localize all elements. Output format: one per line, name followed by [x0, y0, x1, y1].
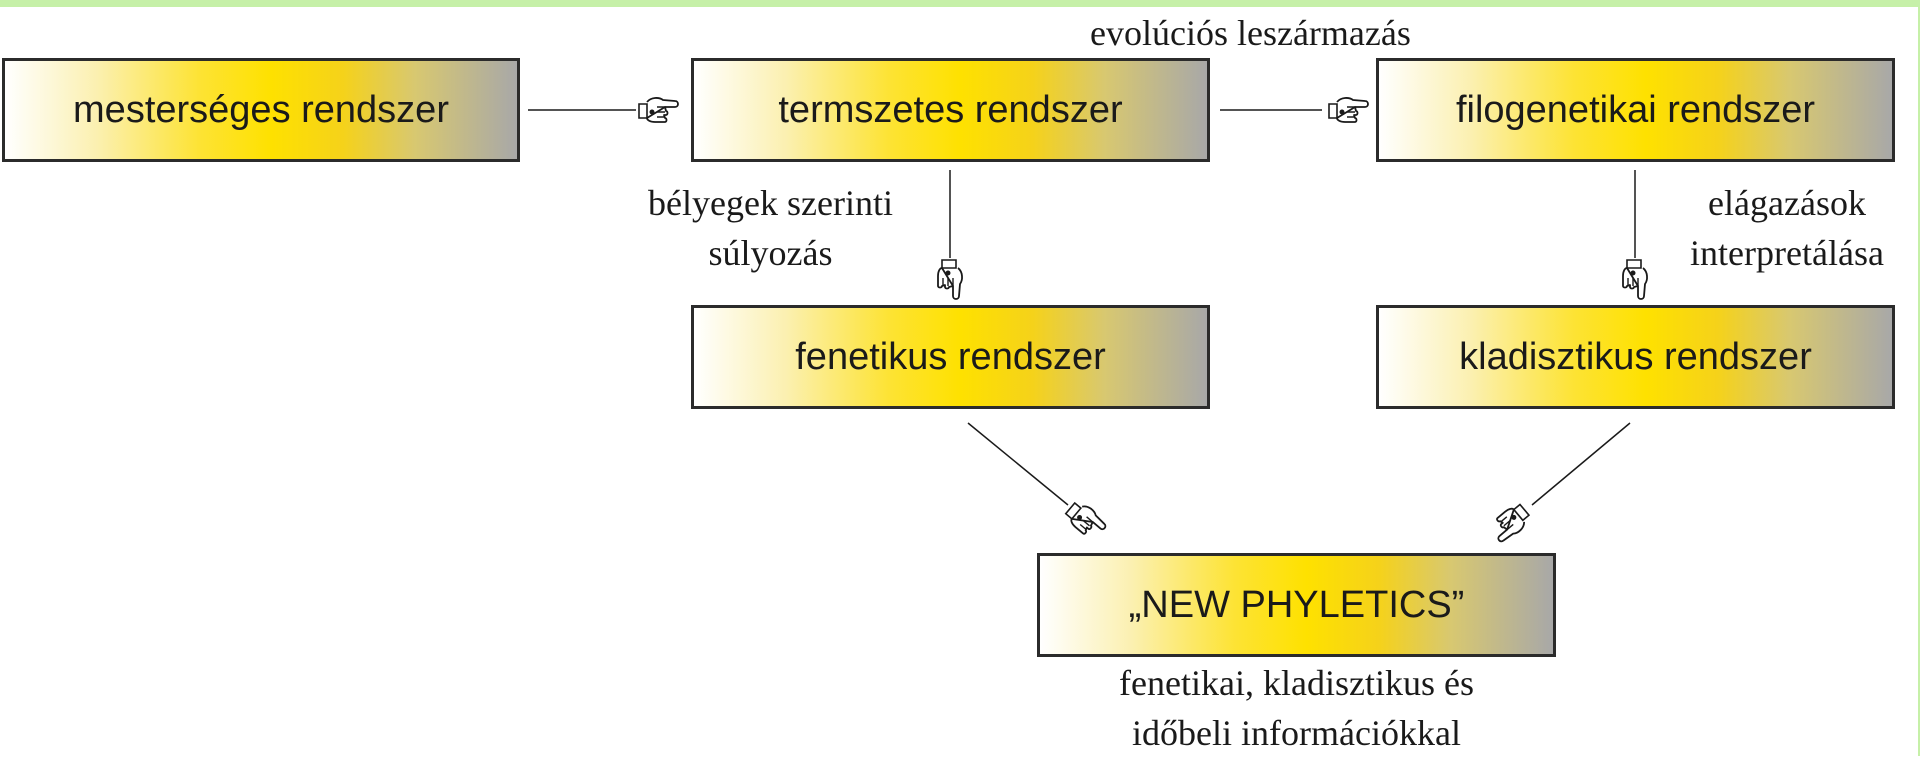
- right-frame-border: [1918, 0, 1920, 756]
- pointing-hand-icon: [937, 259, 963, 300]
- edge-label-line: interpretálása: [1690, 233, 1884, 273]
- node-label: mesterséges rendszer: [73, 88, 449, 131]
- node-filogenetikai-rendszer: filogenetikai rendszer: [1376, 58, 1895, 162]
- arrow-filogenetikai-to-kladisztikus: [1622, 170, 1648, 300]
- caption-new-phyletics: fenetikai, kladisztikus és időbeli infor…: [1037, 658, 1556, 758]
- edge-label-evolucios-leszarmazas: evolúciós leszármazás: [1090, 8, 1411, 58]
- arrow-fenetikus-to-new-phyletics: [967, 422, 1110, 543]
- edge-label-text: evolúciós leszármazás: [1090, 13, 1411, 53]
- arrow-termeszetes-to-filogenetikai: [1220, 97, 1369, 123]
- edge-label-elagazasok-interpretalasa: elágazások interpretálása: [1657, 178, 1917, 278]
- top-frame-border: [0, 0, 1920, 7]
- pointing-hand-icon: [638, 97, 679, 123]
- edge-label-line: elágazások: [1708, 183, 1866, 223]
- caption-line: fenetikai, kladisztikus és: [1119, 663, 1474, 703]
- pointing-hand-icon: [1062, 497, 1110, 543]
- arrow-termeszetes-to-fenetikus: [937, 170, 963, 300]
- node-kladisztikus-rendszer: kladisztikus rendszer: [1376, 305, 1895, 409]
- edge-label-belyegek-szerinti-sulyozas: bélyegek szerinti súlyozás: [613, 178, 928, 278]
- node-label: kladisztikus rendszer: [1459, 335, 1812, 378]
- caption-line: időbeli információkkal: [1132, 713, 1461, 753]
- arrow-kladisztikus-to-new-phyletics: [1486, 422, 1631, 546]
- node-label: filogenetikai rendszer: [1455, 88, 1816, 131]
- node-new-phyletics: „NEW PHYLETICS”: [1037, 553, 1556, 657]
- edge-label-line: súlyozás: [708, 233, 833, 273]
- node-label: „NEW PHYLETICS”: [1128, 583, 1465, 626]
- pointing-hand-icon: [1486, 500, 1534, 546]
- node-mesterseges-rendszer: mesterséges rendszer: [2, 58, 520, 162]
- node-label: fenetikus rendszer: [795, 335, 1106, 378]
- arrow-mesterseges-to-termeszetes: [528, 97, 679, 123]
- edge-label-line: bélyegek szerinti: [648, 183, 893, 223]
- pointing-hand-icon: [1622, 259, 1648, 300]
- node-termeszetes-rendszer: termszetes rendszer: [691, 58, 1210, 162]
- pointing-hand-icon: [1328, 97, 1369, 123]
- node-fenetikus-rendszer: fenetikus rendszer: [691, 305, 1210, 409]
- node-label: termszetes rendszer: [778, 88, 1123, 131]
